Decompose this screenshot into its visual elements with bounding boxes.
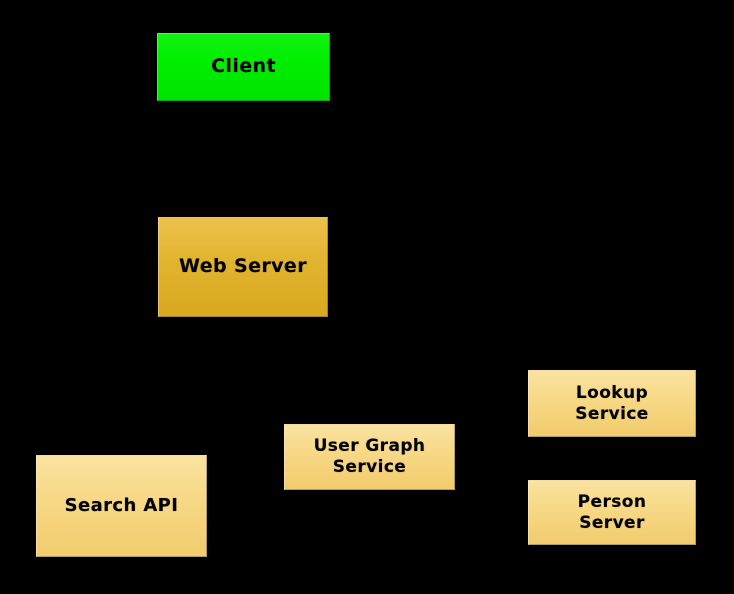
edge-web-server-to-search-api xyxy=(121,317,123,455)
node-person-server-label: Person Server xyxy=(577,491,647,533)
node-search-api-label: Search API xyxy=(64,495,179,517)
edge-lookup-service-to-person-server xyxy=(611,437,613,480)
node-client[interactable]: Client xyxy=(157,33,330,101)
node-lookup-service-label: Lookup Service xyxy=(575,382,649,424)
edge-web-server-to-user-graph-service xyxy=(243,317,245,424)
edge-web-server-to-lookup-service xyxy=(328,342,612,344)
edge-client-to-web-server xyxy=(243,101,245,217)
node-user-graph-service-label: User Graph Service xyxy=(313,436,426,477)
node-person-server[interactable]: Person Server xyxy=(528,480,696,545)
node-user-graph-service[interactable]: User Graph Service xyxy=(284,424,455,490)
node-web-server-label: Web Server xyxy=(179,255,307,278)
node-lookup-service[interactable]: Lookup Service xyxy=(528,370,696,437)
node-search-api[interactable]: Search API xyxy=(36,455,207,557)
node-web-server[interactable]: Web Server xyxy=(158,217,328,317)
node-client-label: Client xyxy=(211,55,276,78)
